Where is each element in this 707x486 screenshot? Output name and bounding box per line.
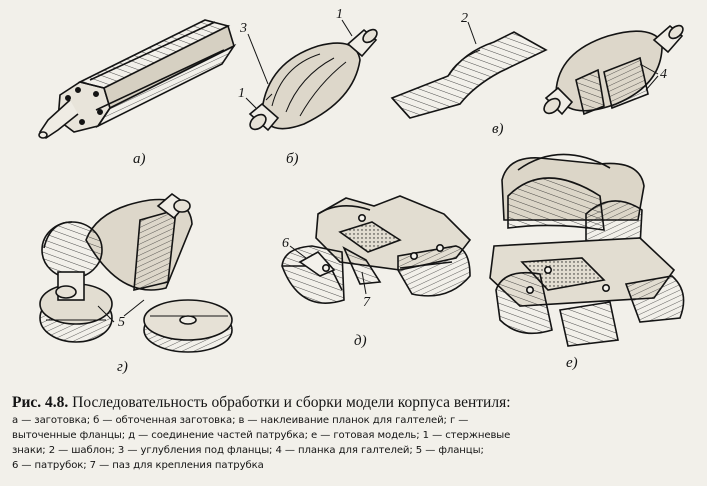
caption-figure-number: Рис. 4.8. — [12, 394, 69, 411]
panel-v-template — [390, 31, 548, 119]
callout-3: 3 — [239, 21, 247, 36]
panel-d-pipe-joining — [281, 195, 472, 304]
callout-4: 4 — [660, 67, 667, 82]
caption-legend-line: 6 — патрубок; 7 — паз для крепления патр… — [12, 460, 264, 471]
panel-g-top-blank — [543, 24, 684, 116]
figure-caption: Рис. 4.8. Последовательность обработки и… — [12, 393, 702, 473]
figure-drawing: а) 1 3 1 б) — [38, 7, 685, 375]
callout-6: 6 — [282, 236, 289, 251]
callout-5: 5 — [118, 315, 125, 330]
panel-b-turned-blank — [248, 28, 378, 132]
panel-e-finished-model — [489, 153, 685, 347]
callout-7: 7 — [363, 295, 371, 310]
caption-legend-line: знаки; 2 — шаблон; 3 — углубления под фл… — [12, 445, 484, 456]
panel-label-b: б) — [286, 151, 299, 167]
panel-label-g: г) — [117, 359, 128, 375]
callout-1-top: 1 — [336, 7, 343, 22]
panel-g-flanges — [39, 192, 233, 353]
panel-label-d: д) — [354, 333, 367, 349]
callout-2: 2 — [461, 11, 468, 26]
figure-illustration: а) 1 3 1 б) — [38, 7, 685, 375]
caption-legend-line: выточенные фланцы; д — соединение частей… — [12, 430, 511, 441]
caption-legend-line: а — заготовка; б — обточенная заготовка;… — [12, 415, 469, 426]
caption-title: Последовательность обработки и сборки мо… — [72, 394, 511, 411]
callout-1-bottom: 1 — [238, 86, 245, 101]
panel-a-blank — [38, 19, 237, 140]
panel-label-e: е) — [566, 355, 578, 371]
caption-legend: а — заготовка; б — обточенная заготовка;… — [12, 413, 702, 473]
caption-title-line: Рис. 4.8. Последовательность обработки и… — [12, 393, 702, 412]
panel-label-a: а) — [133, 151, 146, 167]
panel-label-v: в) — [492, 121, 504, 137]
